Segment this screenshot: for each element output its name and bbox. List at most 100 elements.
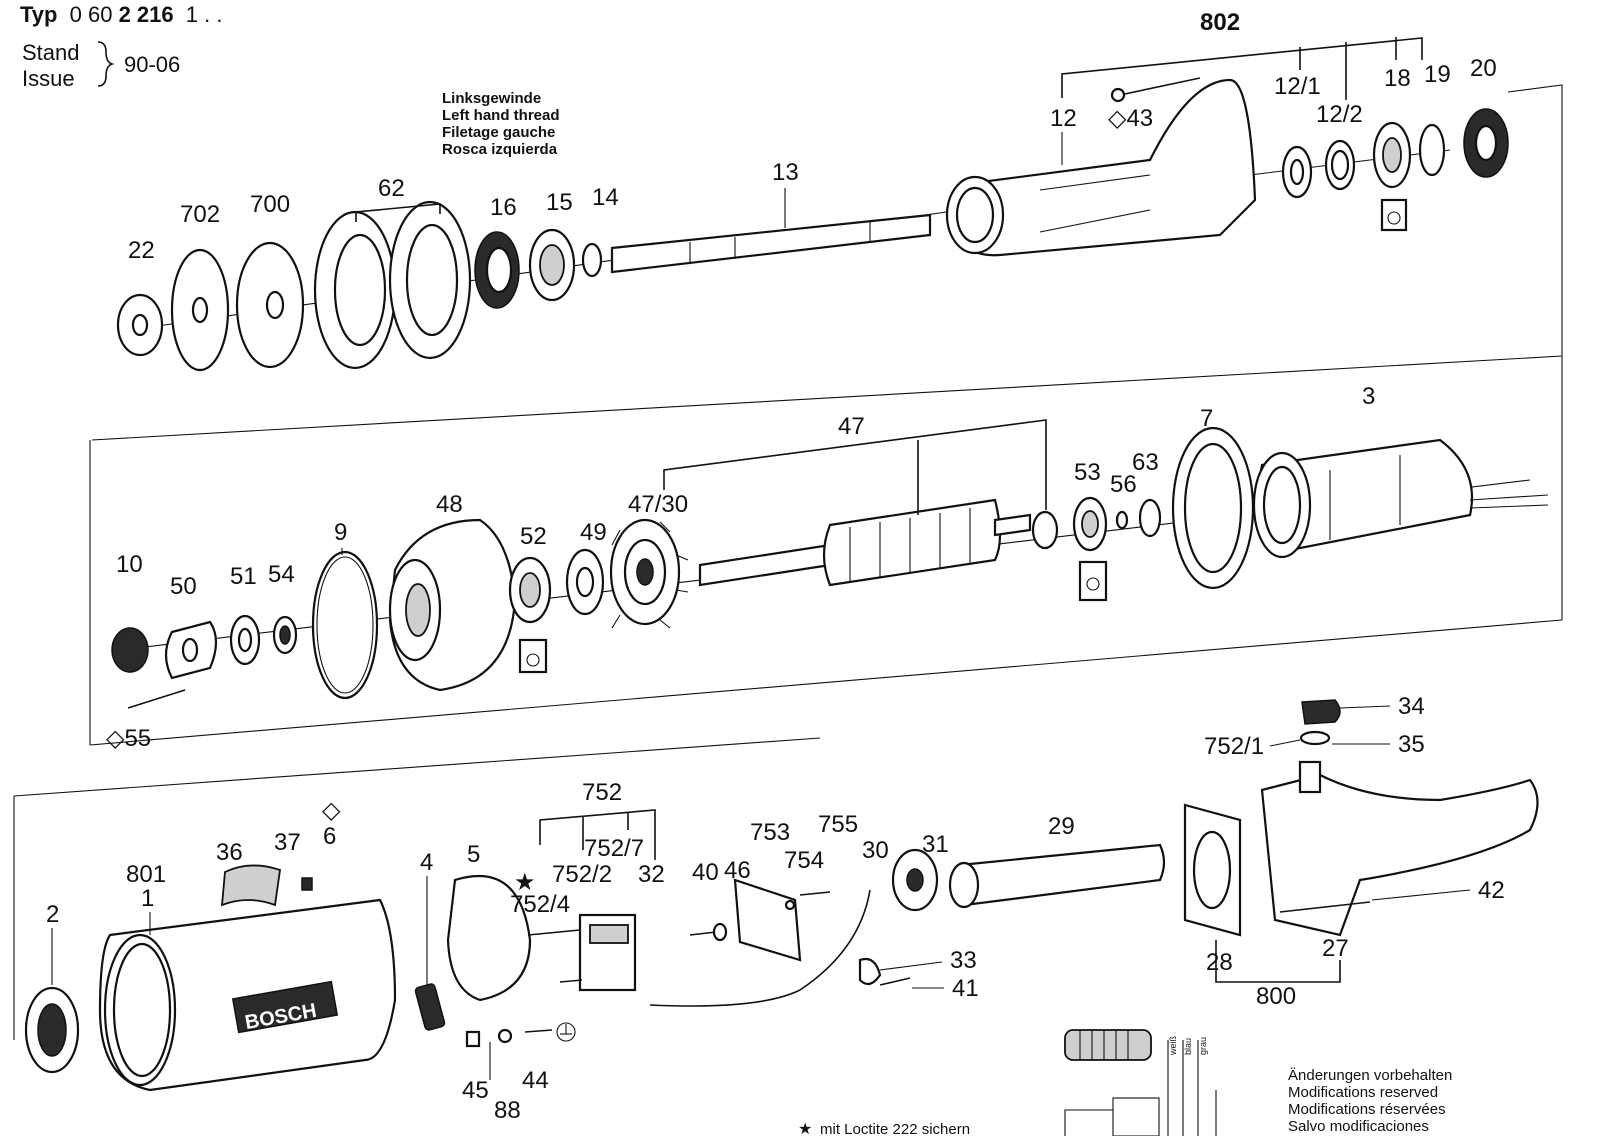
label-9: 9 [334,519,347,546]
label-752-2: 752/2 [552,861,612,888]
label-48: 48 [436,491,463,518]
part-43-screw [1119,77,1201,96]
part-30-cable [649,889,871,1007]
label-55: ◇55 [106,725,151,752]
label-32: 32 [638,861,665,888]
label-752-1: 752/1 [1204,733,1264,760]
thread-note: Linksgewinde Left hand thread Filetage g… [442,90,560,158]
svg-text:blau: blau [1183,1038,1193,1055]
part-752-4-screw [527,929,581,936]
part-10-gear [111,627,149,673]
label-5: 5 [467,841,480,868]
label-20: 20 [1470,55,1497,82]
label-3: 3 [1362,383,1375,410]
thread-note-es: Rosca izquierda [442,141,558,158]
label-88: 88 [494,1097,521,1124]
label-27: 27 [1322,935,1349,962]
label-10: 10 [116,551,143,578]
label-42: 42 [1478,877,1505,904]
svg-text:weiß: weiß [1168,1035,1178,1056]
part-753-plate [733,878,802,962]
thread-note-fr: Filetage gauche [442,124,555,141]
part-29-cable-guard [952,843,1166,907]
label-36: 36 [216,839,243,866]
label-35: 35 [1398,731,1425,758]
loctite-note: ★ mit Loctite 222 sichern [798,1121,970,1136]
label-30: 30 [862,837,889,864]
part-45-clip [465,1030,481,1048]
label-6: 6 [323,823,336,850]
part-19-washer [1418,123,1446,177]
label-18: 18 [1384,65,1411,92]
svg-text:grau: grau [1198,1037,1208,1055]
label-702: 702 [180,201,220,228]
document-header: Typ 0 60 2 216 1 . . Stand Issue 90-06 [20,2,222,91]
bearing-marker-icon [1380,198,1408,232]
label-diamond: ◇ [322,797,341,824]
part-12-housing [956,78,1257,257]
part-41-screw [879,977,911,986]
mod-note-fr: Modifications réservées [1288,1101,1446,1118]
label-34: 34 [1398,693,1425,720]
label-752: 752 [582,779,622,806]
svg-text:★: ★ [798,1121,812,1136]
label-44: 44 [522,1067,549,1094]
panel-frames [13,84,1563,1040]
label-19: 19 [1424,61,1451,88]
label-49: 49 [580,519,607,546]
label-53: 53 [1074,459,1101,486]
part-5-cover [446,875,532,1002]
label-13: 13 [772,159,799,186]
label-4: 4 [420,849,433,876]
thread-note-de: Linksgewinde [442,90,541,107]
part-34-knob [1301,699,1341,725]
label-50: 50 [170,573,197,600]
label-51: 51 [230,563,257,590]
bosch-badge [231,980,339,1034]
row1-parts [116,77,1509,372]
part-63-ring [1138,498,1162,538]
row2-labels: 10 50 51 54 9 48 52 49 47/30 47 53 56 63… [106,383,1375,752]
part-27-handle [1260,773,1539,937]
part-88-washer [497,1028,513,1044]
label-56: 56 [1110,471,1137,498]
part-1-housing [98,898,397,1092]
label-52: 52 [520,523,547,550]
label-754: 754 [784,847,824,874]
label-41: 41 [952,975,979,1002]
mod-note-en: Modifications reserved [1288,1084,1438,1101]
ground-icon [556,1022,576,1042]
label-40: 40 [692,859,719,886]
part-47-washer [1031,510,1059,550]
wiring-schematic: weiß blau grau [1064,1029,1217,1136]
row2-parts [111,426,1549,709]
bearing-marker-icon-2 [518,638,548,674]
label-801: 801 [126,861,166,888]
label-47-30: 47/30 [628,491,688,518]
part-35-washer [1299,730,1331,746]
issue-date: 90-06 [124,52,180,77]
label-12-1: 12/1 [1274,73,1321,100]
label-47: 47 [838,413,865,440]
row1-labels: 22 702 700 62 16 15 14 13 802 12 ◇43 12/… [128,9,1497,264]
label-802: 802 [1200,9,1240,36]
thread-note-en: Left hand thread [442,107,560,124]
label-29: 29 [1048,813,1075,840]
label-22: 22 [128,237,155,264]
part-56-clip [1115,510,1129,530]
part-9-oring [311,550,379,700]
label-star: ★ [514,869,536,896]
part-6-screw [301,877,313,891]
mod-note-es: Salvo modificaciones [1288,1118,1429,1135]
label-700: 700 [250,191,290,218]
label-54: 54 [268,561,295,588]
bearing-marker-icon-3 [1078,560,1108,602]
label-12: 12 [1050,105,1077,132]
label-753: 753 [750,819,790,846]
label-15: 15 [546,189,573,216]
part-55-screw [127,689,186,709]
row3-parts: BOSCH [24,699,1539,1136]
mod-note-de: Änderungen vorbehalten [1288,1067,1452,1084]
label-33: 33 [950,947,977,974]
